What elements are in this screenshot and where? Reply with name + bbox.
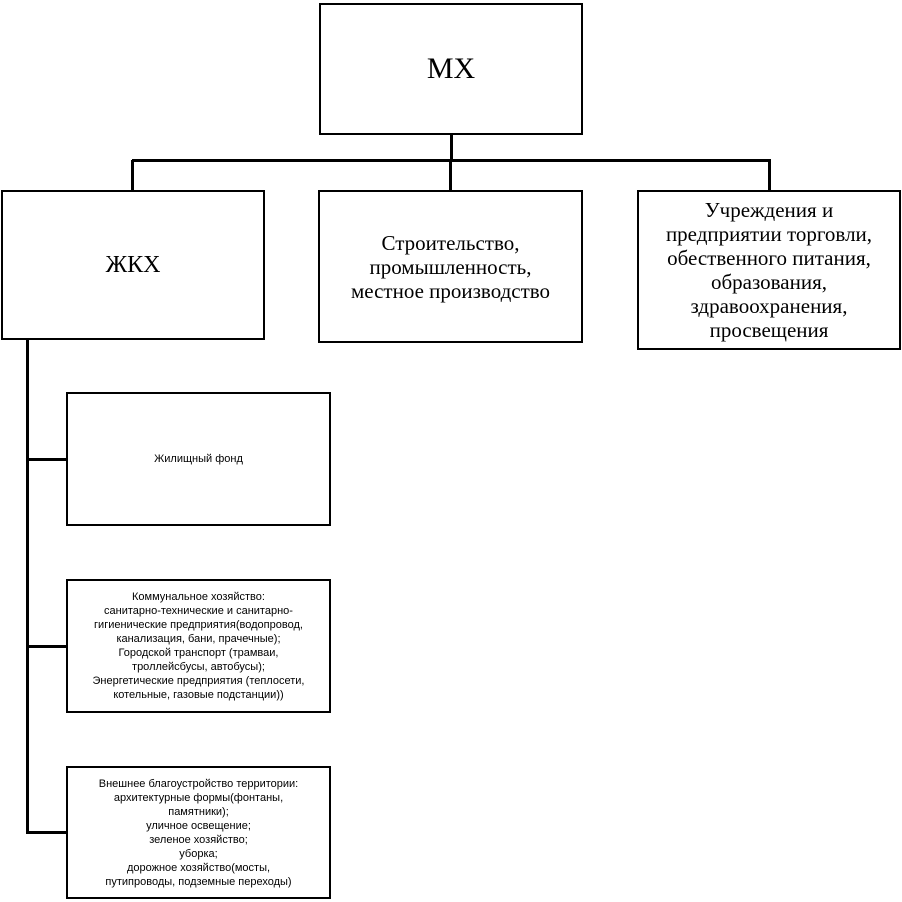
node-housing: Жилищный фонд — [66, 392, 331, 526]
root-node: МХ — [319, 3, 583, 135]
tick-communal — [26, 645, 67, 648]
zhkh-trunk — [26, 338, 29, 834]
node-communal: Коммунальное хозяйство: санитарно-технич… — [66, 579, 331, 713]
node-housing-label: Жилищный фонд — [154, 453, 243, 465]
node-institutions: Учреждения и предприятии торговли, обест… — [637, 190, 901, 350]
node-landscaping: Внешнее благоустройство территории: архи… — [66, 766, 331, 899]
drop-institutions — [768, 160, 771, 191]
node-zhkh-label: ЖКХ — [105, 252, 161, 278]
node-communal-label: Коммунальное хозяйство: санитарно-технич… — [92, 591, 305, 701]
node-construction: Строительство, промышленность, местное п… — [318, 190, 583, 343]
node-landscaping-label: Внешнее благоустройство территории: архи… — [98, 777, 299, 888]
node-institutions-label: Учреждения и предприятии торговли, обест… — [665, 198, 873, 342]
tick-housing — [26, 458, 67, 461]
tick-landscaping — [26, 831, 67, 834]
drop-construction — [449, 160, 452, 191]
root-label: МХ — [426, 52, 476, 85]
root-stem — [450, 133, 453, 161]
drop-zhkh — [131, 160, 134, 191]
node-zhkh: ЖКХ — [1, 190, 265, 340]
node-construction-label: Строительство, промышленность, местное п… — [350, 230, 551, 303]
